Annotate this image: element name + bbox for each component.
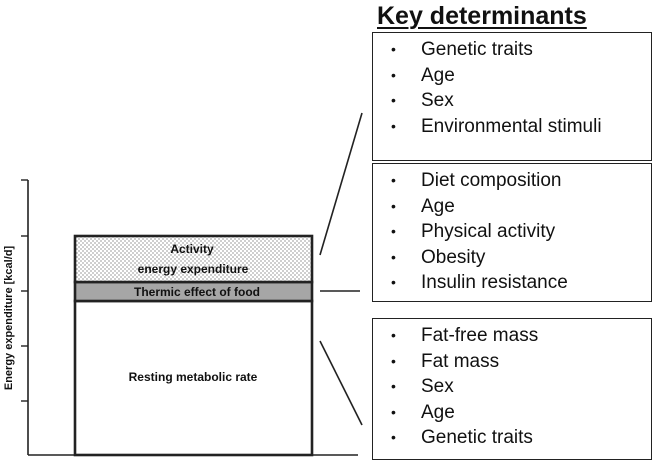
list-item-label: Age (421, 195, 455, 217)
determinants-box-activity: • Genetic traits • Age • Sex • Environmental… (372, 32, 652, 161)
bullet-icon: • (391, 223, 396, 240)
bullet-icon: • (391, 403, 396, 420)
tef-label: Thermic effect of food (134, 285, 260, 299)
list-item: • Fat-free mass (373, 323, 651, 349)
list-item: • Genetic traits (373, 37, 651, 63)
activity-label-line2: energy expenditure (138, 262, 249, 276)
list-item-label: Genetic traits (421, 427, 533, 449)
bullet-icon: • (391, 172, 396, 188)
list-item: • Obesity (373, 245, 651, 271)
list-item-label: Fat-free mass (421, 325, 539, 346)
activity-label-line1: Activity (170, 242, 214, 256)
rmr-label: Resting metabolic rate (129, 370, 258, 384)
y-axis-title: Energy expenditure [kcal/d] (3, 246, 15, 391)
bullet-icon: • (391, 117, 396, 134)
list-item: • Insulin resistance (373, 270, 651, 296)
list-item: • Genetic traits (373, 425, 651, 451)
list-item: • Sex (373, 374, 651, 400)
list-item: • Age (373, 63, 651, 89)
bullet-icon: • (391, 352, 396, 369)
bullet-icon: • (391, 378, 396, 395)
list-item-label: Genetic traits (421, 39, 533, 60)
list-item-label: Fat mass (421, 350, 500, 372)
determinants-box-resting-metabolic-rate: • Fat-free mass • Fat mass • Sex • Age • Gene… (372, 318, 652, 460)
bullet-icon: • (391, 41, 396, 57)
key-determinants-heading: Key determinants (377, 2, 587, 30)
list-item: • Age (373, 194, 651, 220)
bullet-icon: • (391, 429, 396, 446)
list-item-label: Sex (421, 90, 454, 112)
activity-block (73, 234, 314, 284)
list-item: • Fat mass (373, 349, 651, 375)
list-item-label: Environmental stimuli (421, 115, 602, 137)
y-axis-ticks (21, 179, 28, 402)
bullet-icon: • (391, 248, 396, 265)
list-item-label: Sex (421, 376, 454, 398)
bullet-icon: • (391, 197, 396, 214)
list-item-label: Insulin resistance (421, 272, 568, 294)
list-item-label: Age (421, 64, 455, 86)
list-item-label: Physical activity (421, 221, 556, 243)
list-item: • Diet composition (373, 168, 651, 194)
bullet-icon: • (391, 274, 396, 291)
list-item: • Age (373, 400, 651, 426)
connector-activity (319, 112, 363, 256)
bullet-icon: • (391, 327, 396, 343)
determinants-box-thermic-effect: • Diet composition • Age • Physical activit… (372, 163, 652, 302)
list-item-label: Obesity (421, 246, 486, 268)
list-item: • Physical activity (373, 219, 651, 245)
list-item: • Sex (373, 88, 651, 114)
list-item: • Environmental stimuli (373, 114, 651, 140)
list-item-label: Diet composition (421, 170, 562, 191)
bullet-icon: • (391, 66, 396, 83)
bullet-icon: • (391, 92, 396, 109)
connector-rmr (319, 340, 363, 426)
list-item-label: Age (421, 401, 455, 423)
